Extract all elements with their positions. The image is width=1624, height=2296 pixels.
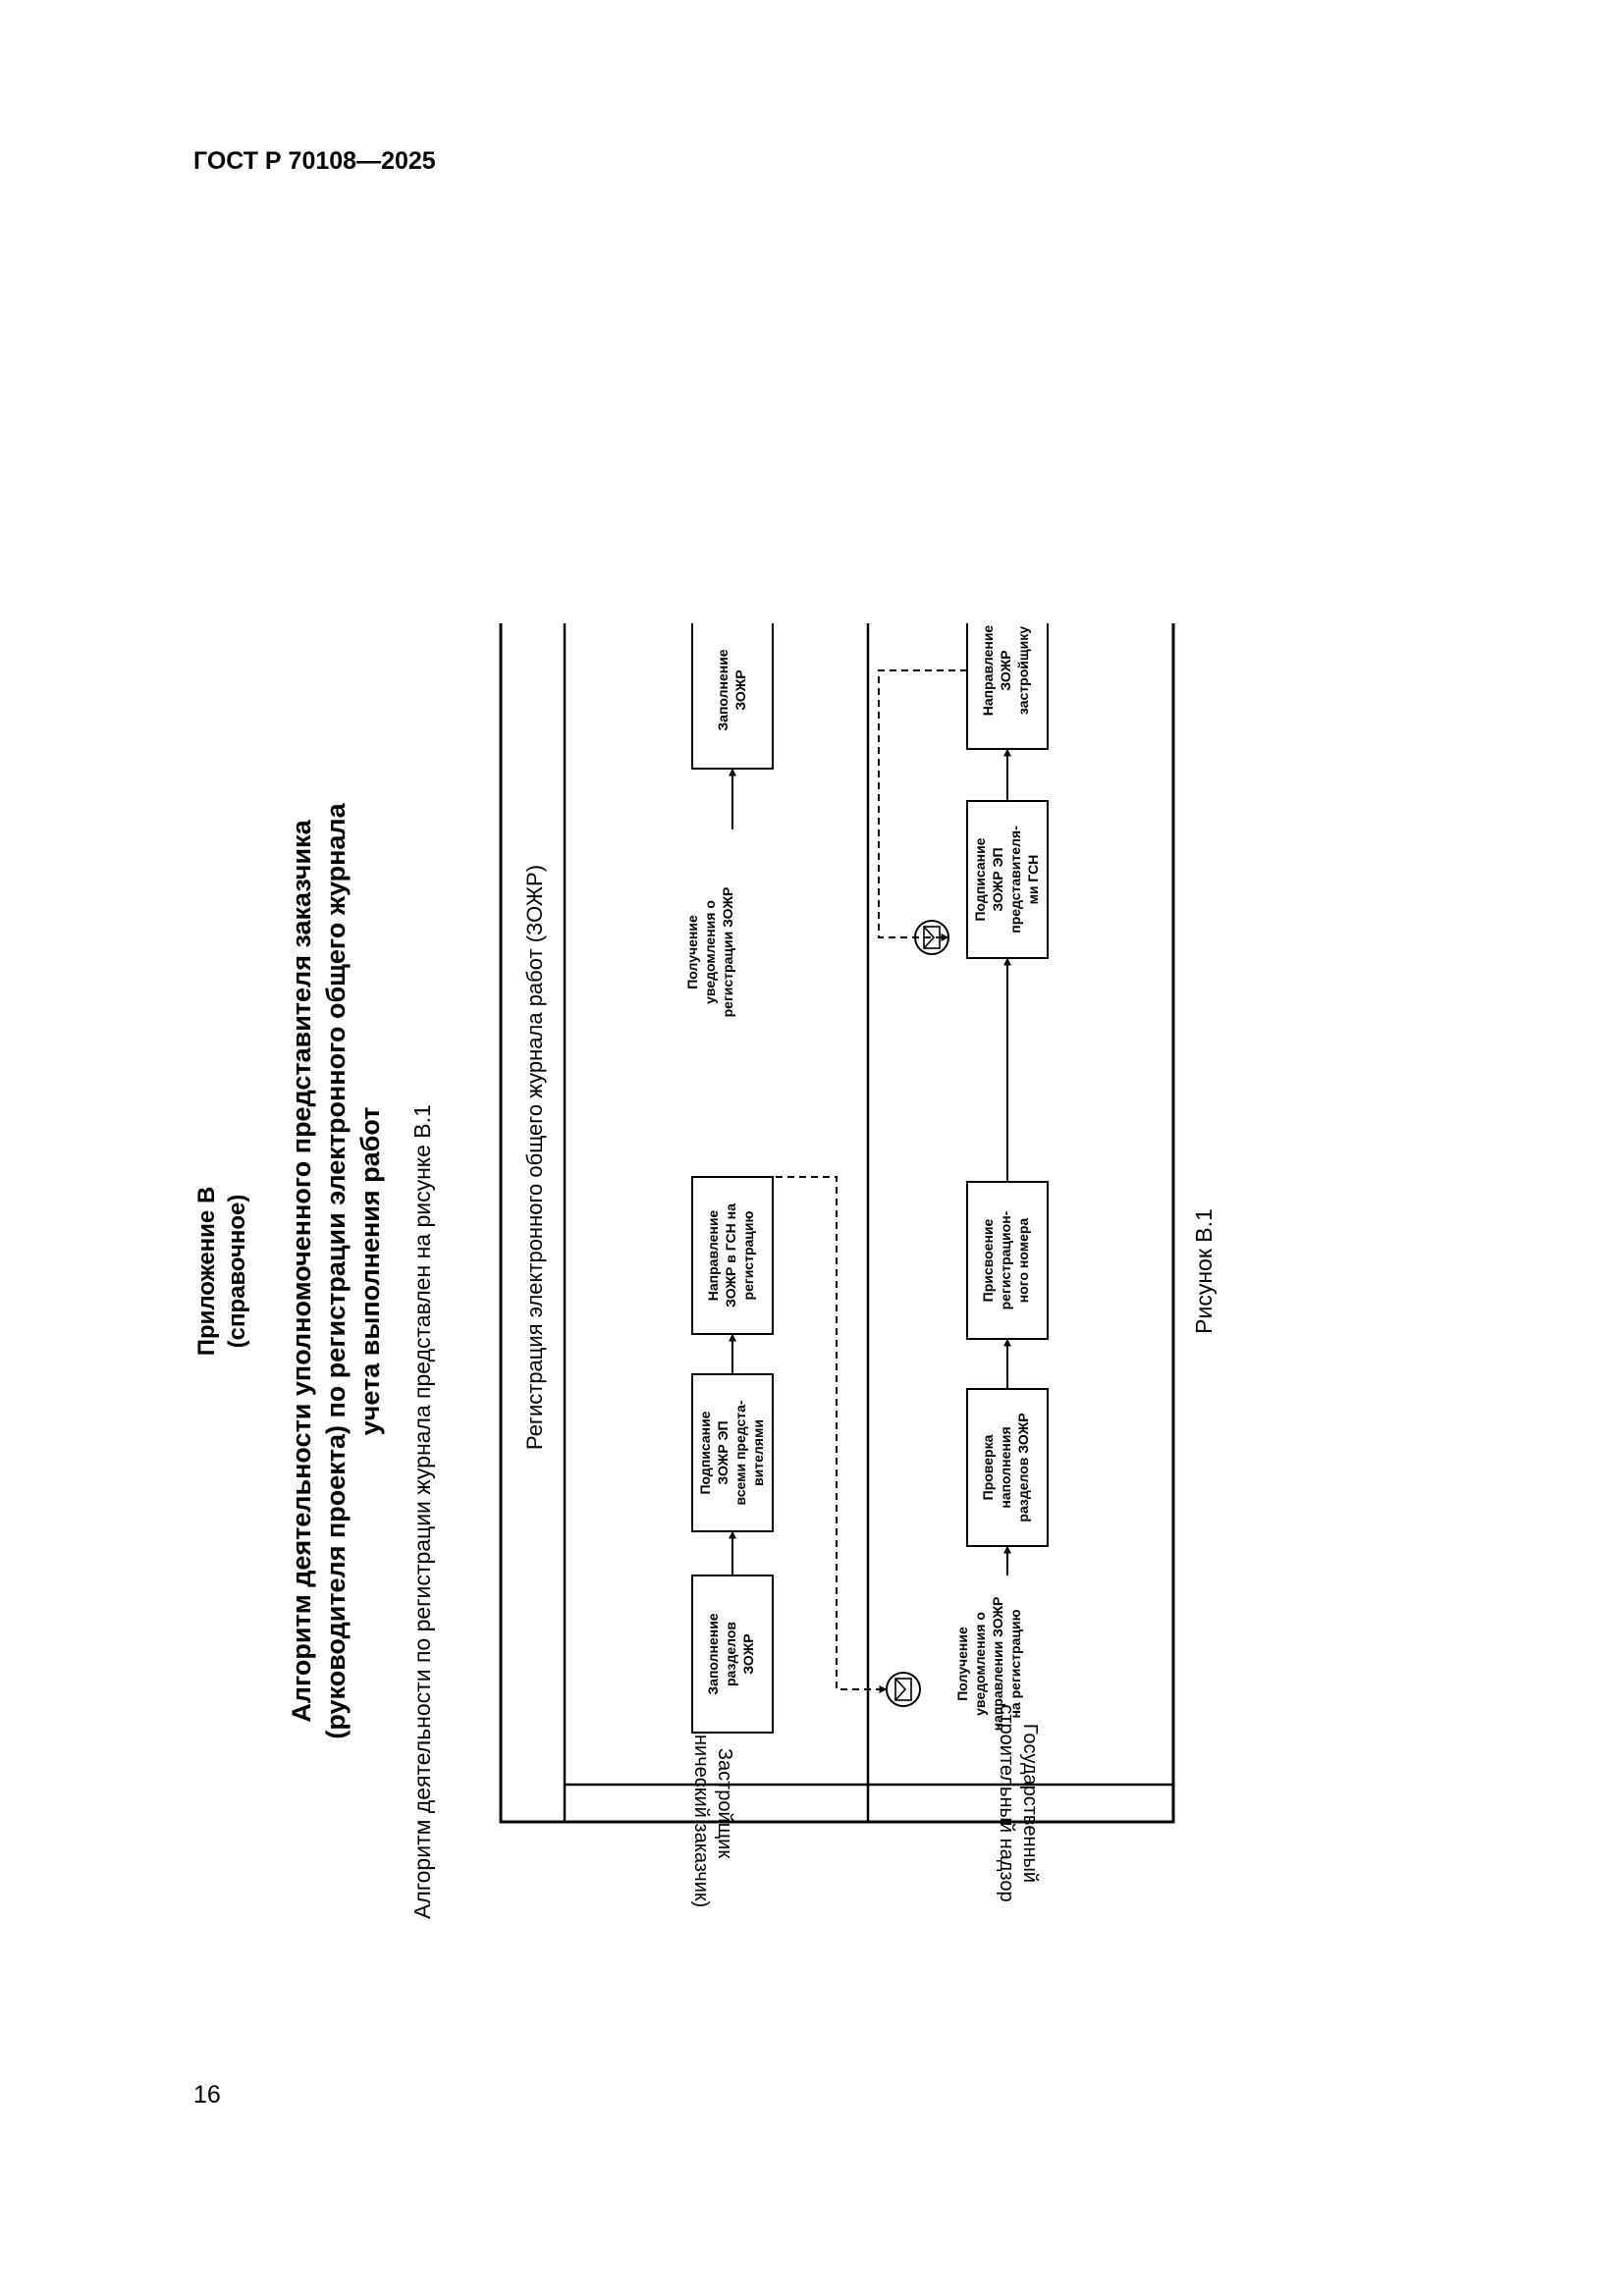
lane-label-supervision: Государственный строительный надзор — [996, 1704, 1041, 1901]
task-2-line-3: всеми предста- — [732, 1400, 748, 1505]
message-flows — [729, 669, 967, 1693]
task-2-line-2: ЗОЖР ЭП — [715, 1420, 731, 1484]
task-4-line-2: ЗОЖР — [732, 669, 748, 710]
pool-frame — [499, 623, 1175, 1824]
task-7-line-1: Подписание — [972, 837, 988, 921]
event-2-line-1: Получение — [954, 1627, 970, 1701]
task-4-line-1: Заполнение — [715, 649, 731, 730]
bpmn-diagram: Регистрация электронного общего журнала … — [499, 623, 1175, 1908]
event-2-line-2: уведомления о — [972, 1612, 988, 1716]
task-send-to-developer: Направление ЗОЖР застройщику — [980, 625, 1031, 717]
task-2-line-4: вителями — [750, 1419, 766, 1486]
message-to-developer — [878, 669, 967, 941]
lane-developer-line-1: Застройщик — [714, 1748, 735, 1858]
task-6-line-1: Присвоение — [980, 1218, 996, 1302]
pool-title: Регистрация электронного общего журнала … — [522, 865, 547, 1450]
event-submission-notice: Получение уведомления о направлении ЗОЖР… — [954, 1597, 1023, 1732]
event-2-line-4: на регистрацию — [1007, 1609, 1023, 1718]
event-2-line-3: направлении ЗОЖР — [990, 1597, 1005, 1732]
task-6-line-3: ного номера — [1015, 1218, 1031, 1304]
task-7-line-4: ми ГСН — [1025, 855, 1041, 905]
event-1-line-1: Получение — [684, 915, 700, 989]
task-6-line-2: регистрацион- — [998, 1210, 1013, 1309]
event-1-line-2: уведомления о — [702, 900, 718, 1004]
task-1-line-1: Заполнение — [705, 1613, 721, 1694]
task-send-to-gsn: Направление ЗОЖР в ГСН на регистрацию — [705, 1203, 756, 1308]
event-registration-notice: Получение уведомления о регистрации ЗОЖР — [684, 887, 735, 1018]
task-2-line-1: Подписание — [697, 1411, 713, 1494]
task-sign-all: Подписание ЗОЖР ЭП всеми предста- вителя… — [697, 1400, 766, 1505]
page-number: 16 — [193, 2081, 221, 2109]
task-3-line-3: регистрацию — [740, 1211, 756, 1301]
task-1-line-3: ЗОЖР — [740, 1633, 756, 1674]
sequence-flows — [729, 748, 1011, 1575]
task-3-line-2: ЗОЖР в ГСН на — [723, 1203, 738, 1308]
task-assign-number: Присвоение регистрацион- ного номера — [980, 1210, 1031, 1309]
task-fill-journal: Заполнение ЗОЖР — [715, 649, 748, 730]
envelope-icon — [886, 1672, 921, 1707]
lane-supervision-line-1: Государственный — [1019, 1724, 1041, 1883]
task-3-line-1: Направление — [705, 1210, 721, 1302]
task-check-sections: Проверка наполнения разделов ЗОЖР — [980, 1413, 1031, 1522]
task-8-line-2: ЗОЖР — [998, 650, 1013, 690]
lane-label-developer: Застройщик (технический заказчик) — [690, 1699, 735, 1908]
rotated-page-content: Приложение В (справочное) Алгоритм деяте… — [0, 623, 1624, 1919]
task-5-line-3: разделов ЗОЖР — [1015, 1413, 1031, 1522]
message-to-gsn — [729, 1176, 888, 1693]
task-8-line-3: застройщику — [1015, 626, 1031, 715]
task-5-line-2: наполнения — [998, 1426, 1013, 1508]
lane-supervision-line-2: строительный надзор — [996, 1704, 1017, 1901]
event-1-line-3: регистрации ЗОЖР — [720, 887, 735, 1018]
envelope-icon — [914, 920, 949, 955]
task-7-line-3: представителя- — [1007, 826, 1023, 934]
task-5-line-1: Проверка — [980, 1434, 996, 1500]
task-fill-sections: Заполнение разделов ЗОЖР — [705, 1613, 756, 1694]
task-1-line-2: разделов — [723, 1622, 738, 1686]
figure-caption: Рисунок В.1 — [1191, 1208, 1217, 1334]
task-8-line-1: Направление — [980, 625, 996, 717]
task-sign-gsn: Подписание ЗОЖР ЭП представителя- ми ГСН — [972, 826, 1041, 934]
task-7-line-2: ЗОЖР ЭП — [990, 847, 1005, 911]
lane-developer-line-2: (технический заказчик) — [690, 1699, 712, 1908]
document-header: ГОСТ Р 70108—2025 — [193, 147, 436, 175]
